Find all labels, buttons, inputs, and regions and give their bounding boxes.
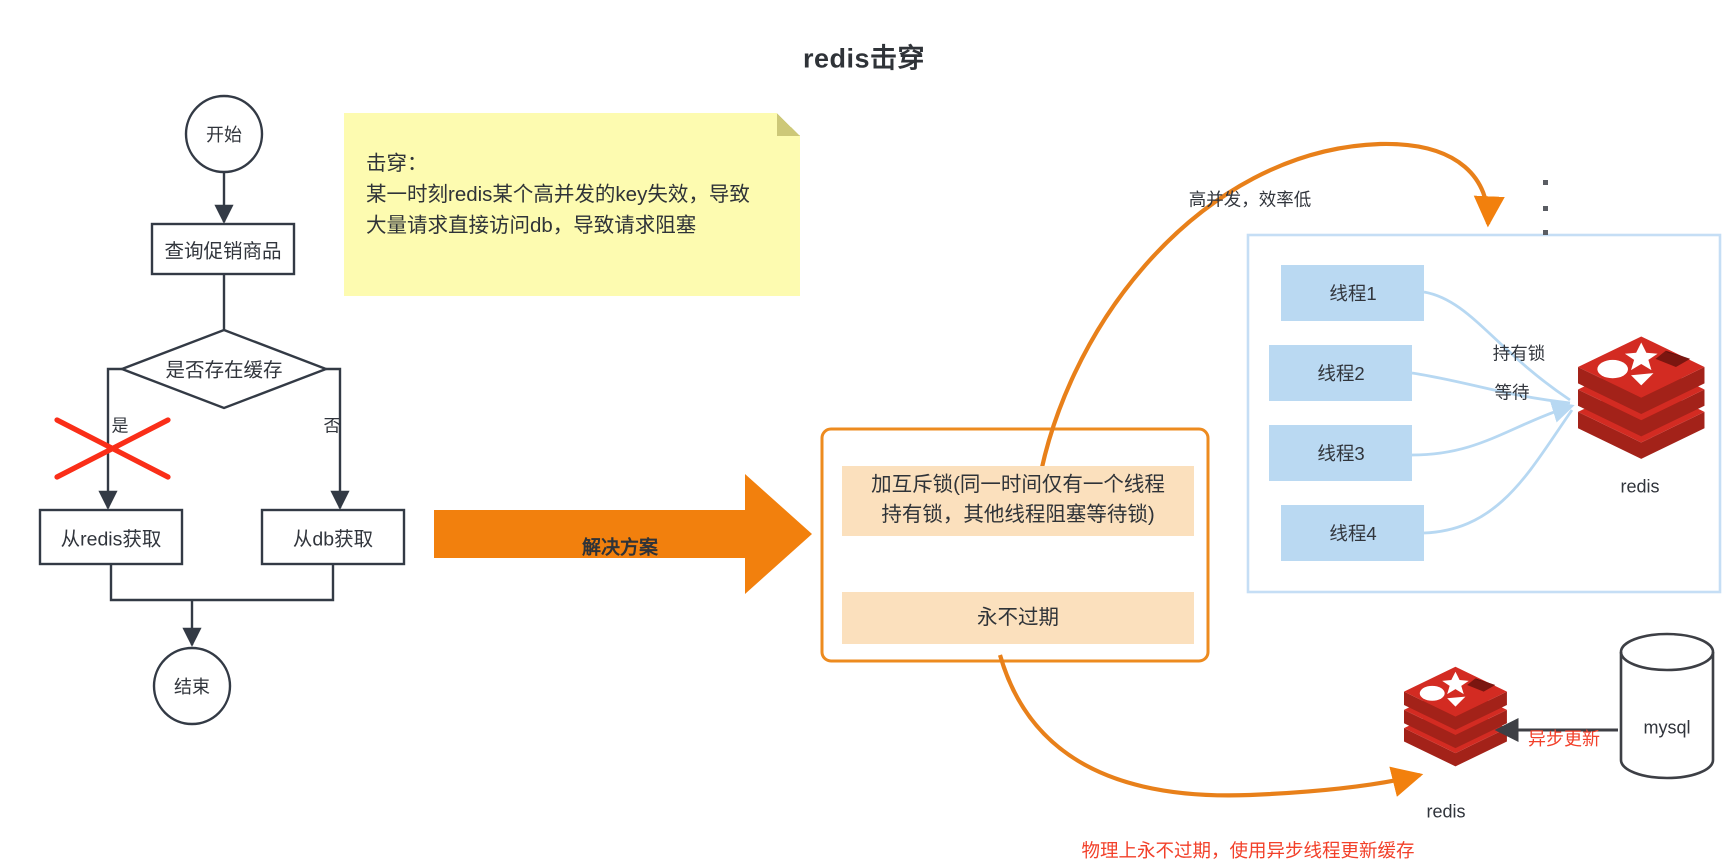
flow-edge-merge — [109, 564, 335, 602]
solution-arrow-label: 解决方案 — [581, 537, 659, 559]
definition-sticky-note — [344, 113, 800, 296]
thread-box-3 — [1269, 425, 1412, 481]
flow-from-redis-label: 从redis获取 — [60, 528, 162, 551]
thread-box-2 — [1269, 345, 1412, 401]
flow-start-label: 开始 — [206, 125, 242, 145]
flow-branch-no-label: 否 — [323, 416, 341, 436]
thread-link-4 — [1423, 409, 1574, 535]
thread-link-2 — [1411, 371, 1571, 405]
panel-redis-label: redis — [1620, 476, 1660, 497]
thread-link-1 — [1423, 290, 1571, 402]
redis-logo-icon-bottom — [1404, 666, 1507, 767]
mysql-cylinder-icon — [1619, 632, 1715, 780]
thread-label-2: 线程2 — [1317, 363, 1365, 384]
thread-link-curves — [1411, 290, 1575, 535]
thread-box-1 — [1281, 265, 1424, 321]
mutex-inbound-label: 高并发，效率低 — [1188, 189, 1312, 210]
thread-link-3 — [1411, 401, 1575, 457]
flow-end-label: 结束 — [174, 677, 210, 697]
flow-from-db-label: 从db获取 — [292, 528, 374, 551]
note-line-2: 某一时刻redis某个高并发的key失效，导致 — [366, 183, 750, 206]
never-expire-footnote: 物理上永不过期，使用异步线程更新缓存 — [1081, 840, 1415, 861]
solution-item-never-expire[interactable] — [842, 592, 1194, 644]
edge-label-hold-lock: 持有锁 — [1492, 343, 1546, 364]
edge-label-wait: 等待 — [1494, 382, 1530, 403]
ellipsis-dots-icon — [1543, 180, 1548, 235]
solution-block-arrow — [434, 474, 812, 594]
thread-label-1: 线程1 — [1329, 283, 1377, 304]
mutex-panel-border — [1246, 233, 1722, 594]
flow-edge-yes-elbow — [106, 367, 122, 382]
solution-item-mutex[interactable] — [842, 466, 1194, 536]
flow-end-circle — [152, 646, 232, 726]
thread-boxes — [1269, 265, 1424, 561]
thread-box-4 — [1281, 505, 1424, 561]
mysql-label: mysql — [1643, 717, 1691, 738]
bottom-redis-label: redis — [1426, 801, 1466, 822]
note-line-1: 击穿： — [366, 152, 428, 175]
redis-logo-icon-panel — [1578, 336, 1705, 459]
solution-item-never-expire-label: 永不过期 — [977, 606, 1059, 629]
never-expire-flow-arrow — [997, 654, 1424, 798]
page-title: redis击穿 — [802, 43, 926, 74]
flow-decision-label: 是否存在缓存 — [165, 359, 283, 382]
thread-label-4: 线程4 — [1329, 523, 1377, 544]
red-x-cross — [54, 417, 171, 480]
thread-label-3: 线程3 — [1317, 443, 1365, 464]
mutex-flow-arrow — [1033, 141, 1505, 501]
flow-query-label: 查询促销商品 — [164, 240, 282, 263]
flow-edge-no-elbow — [326, 367, 342, 382]
solution-item-mutex-line2: 持有锁，其他线程阻塞等待锁) — [881, 503, 1155, 526]
solution-item-mutex-line1: 加互斥锁(同一时间仅有一个线程 — [871, 473, 1165, 496]
sticky-note-fold-icon — [777, 113, 800, 136]
flow-branch-yes-label: 是 — [111, 416, 129, 436]
flow-decision-diamond — [118, 328, 330, 410]
note-line-3: 大量请求直接访问db，导致请求阻塞 — [366, 214, 697, 237]
async-update-label: 异步更新 — [1528, 729, 1600, 749]
